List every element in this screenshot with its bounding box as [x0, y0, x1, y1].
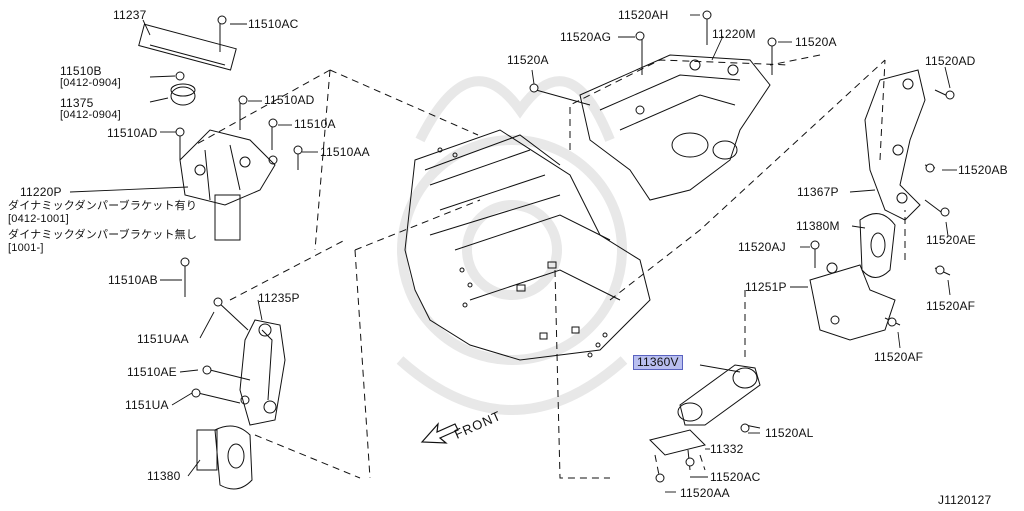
label-11380M[interactable]: 11380M [796, 219, 840, 233]
mount-11380-left [196, 425, 253, 490]
label-11220M[interactable]: 11220M [712, 27, 756, 41]
label-11510AD-top[interactable]: 11510AD [264, 93, 315, 107]
bracket-11235P [197, 301, 286, 426]
label-11237[interactable]: 11237 [113, 8, 147, 22]
label-11375[interactable]: 11375 [60, 96, 94, 110]
leader-lines [69, 14, 957, 493]
label-11520AD[interactable]: 11520AD [925, 54, 976, 68]
bracket-11220P [138, 20, 299, 297]
label-11510AE[interactable]: 11510AE [127, 365, 177, 379]
note-with-range: [0412-1001] [8, 213, 69, 225]
label-11360V[interactable]: 11360V [633, 355, 683, 370]
torque-rod-11360V [649, 364, 761, 471]
label-11375-range: [0412-0904] [60, 109, 121, 121]
engine-block [404, 129, 651, 361]
label-11235P[interactable]: 11235P [258, 291, 300, 305]
label-11520A-left[interactable]: 11520A [507, 53, 549, 67]
front-arrow-icon [420, 422, 459, 444]
label-11520AJ[interactable]: 11520AJ [738, 240, 786, 254]
note-without-bracket: ダイナミックダンパーブラケット無し [8, 229, 198, 241]
label-11367P[interactable]: 11367P [797, 185, 839, 199]
label-11520AC[interactable]: 11520AC [710, 470, 761, 484]
mount-11380M [859, 213, 896, 278]
diagram-id: J1120127 [938, 493, 992, 507]
label-11220P[interactable]: 11220P [20, 185, 62, 199]
label-11510AD-left[interactable]: 11510AD [107, 126, 158, 140]
label-11520AL[interactable]: 11520AL [765, 426, 814, 440]
label-11380-left[interactable]: 11380 [147, 469, 181, 483]
label-1151UA[interactable]: 1151UA [125, 398, 169, 412]
bolts [175, 10, 955, 483]
label-11510AA[interactable]: 11510AA [320, 145, 370, 159]
label-11520AB[interactable]: 11520AB [958, 163, 1008, 177]
label-11520AA[interactable]: 11520AA [680, 486, 730, 500]
dashed-outlines [194, 54, 906, 481]
label-11510A-left[interactable]: 11510A [294, 117, 336, 131]
label-11510AC[interactable]: 11510AC [248, 17, 299, 31]
label-11510AB[interactable]: 11510AB [108, 273, 158, 287]
bracket-11367P [864, 69, 953, 221]
label-11520AE[interactable]: 11520AE [926, 233, 976, 247]
label-11520AH[interactable]: 11520AH [618, 8, 669, 22]
label-11510B-range: [0412-0904] [60, 77, 121, 89]
note-without-range: [1001-] [8, 242, 44, 254]
label-11520A-top[interactable]: 11520A [795, 35, 837, 49]
bracket-11220M [535, 15, 773, 201]
label-11332[interactable]: 11332 [710, 442, 744, 456]
watermark-emblem [396, 76, 628, 415]
label-11251P[interactable]: 11251P [745, 280, 787, 294]
bracket-11251P [809, 245, 951, 341]
label-1151UAA[interactable]: 1151UAA [137, 332, 189, 346]
label-11520AG[interactable]: 11520AG [560, 30, 612, 44]
label-11510B[interactable]: 11510B [60, 64, 102, 78]
note-with-bracket: ダイナミックダンパーブラケット有り [8, 200, 198, 212]
label-11520AF-bottom[interactable]: 11520AF [874, 350, 924, 364]
label-11520AF-top[interactable]: 11520AF [926, 299, 976, 313]
